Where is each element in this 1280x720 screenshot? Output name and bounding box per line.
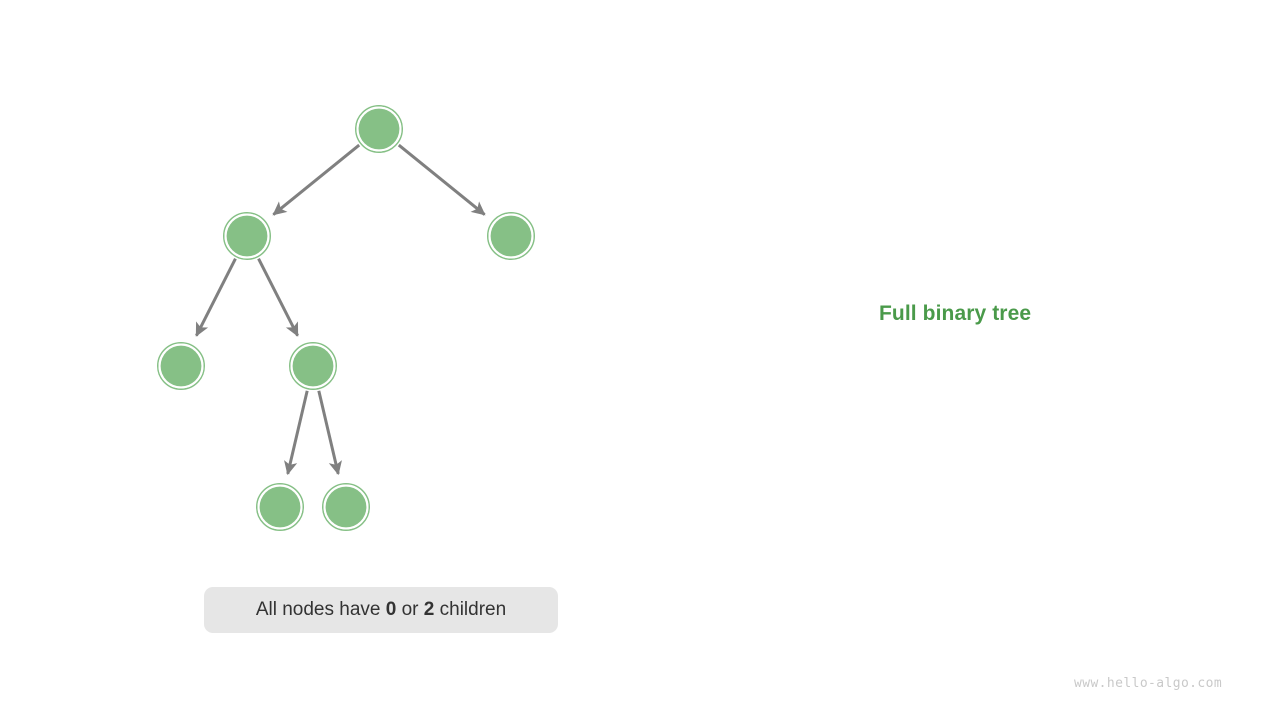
node-inner-ring bbox=[158, 343, 204, 389]
caption-badge: All nodes have 0 or 2 children bbox=[204, 587, 558, 633]
node-inner-ring bbox=[224, 213, 270, 259]
tree-node[interactable] bbox=[223, 212, 271, 260]
watermark: www.hello-algo.com bbox=[1074, 676, 1223, 691]
tree-edge bbox=[195, 258, 237, 337]
caption-text: All nodes have 0 or 2 children bbox=[256, 599, 506, 621]
node-outer-ring bbox=[322, 483, 370, 531]
edge-layer bbox=[195, 143, 486, 476]
tree-node[interactable] bbox=[289, 342, 337, 390]
node-outer-ring bbox=[289, 342, 337, 390]
caption-middle: or bbox=[396, 599, 424, 620]
tree-edge bbox=[317, 390, 342, 476]
tree-node[interactable] bbox=[322, 483, 370, 531]
tree-edge bbox=[397, 143, 486, 216]
node-fill bbox=[325, 486, 367, 528]
tree-edge bbox=[284, 390, 309, 476]
node-inner-ring bbox=[323, 484, 369, 530]
node-fill bbox=[226, 215, 268, 257]
node-fill bbox=[292, 345, 334, 387]
node-outer-ring bbox=[256, 483, 304, 531]
tree-node[interactable] bbox=[355, 105, 403, 153]
node-outer-ring bbox=[157, 342, 205, 390]
node-outer-ring bbox=[355, 105, 403, 153]
page-title: Full binary tree bbox=[879, 302, 1032, 325]
node-outer-ring bbox=[487, 212, 535, 260]
node-fill bbox=[358, 108, 400, 150]
node-inner-ring bbox=[290, 343, 336, 389]
node-fill bbox=[160, 345, 202, 387]
node-fill bbox=[490, 215, 532, 257]
node-inner-ring bbox=[257, 484, 303, 530]
caption-prefix: All nodes have bbox=[255, 599, 386, 620]
node-layer bbox=[157, 105, 535, 531]
tree-edge bbox=[272, 143, 361, 216]
caption-suffix: children bbox=[434, 599, 507, 620]
node-outer-ring bbox=[223, 212, 271, 260]
caption-bold-zero: 0 bbox=[385, 599, 397, 620]
caption-bold-two: 2 bbox=[423, 599, 435, 620]
node-fill bbox=[259, 486, 301, 528]
tree-node[interactable] bbox=[487, 212, 535, 260]
tree-node[interactable] bbox=[157, 342, 205, 390]
node-inner-ring bbox=[488, 213, 534, 259]
tree-edge bbox=[257, 258, 299, 337]
node-inner-ring bbox=[356, 106, 402, 152]
tree-node[interactable] bbox=[256, 483, 304, 531]
